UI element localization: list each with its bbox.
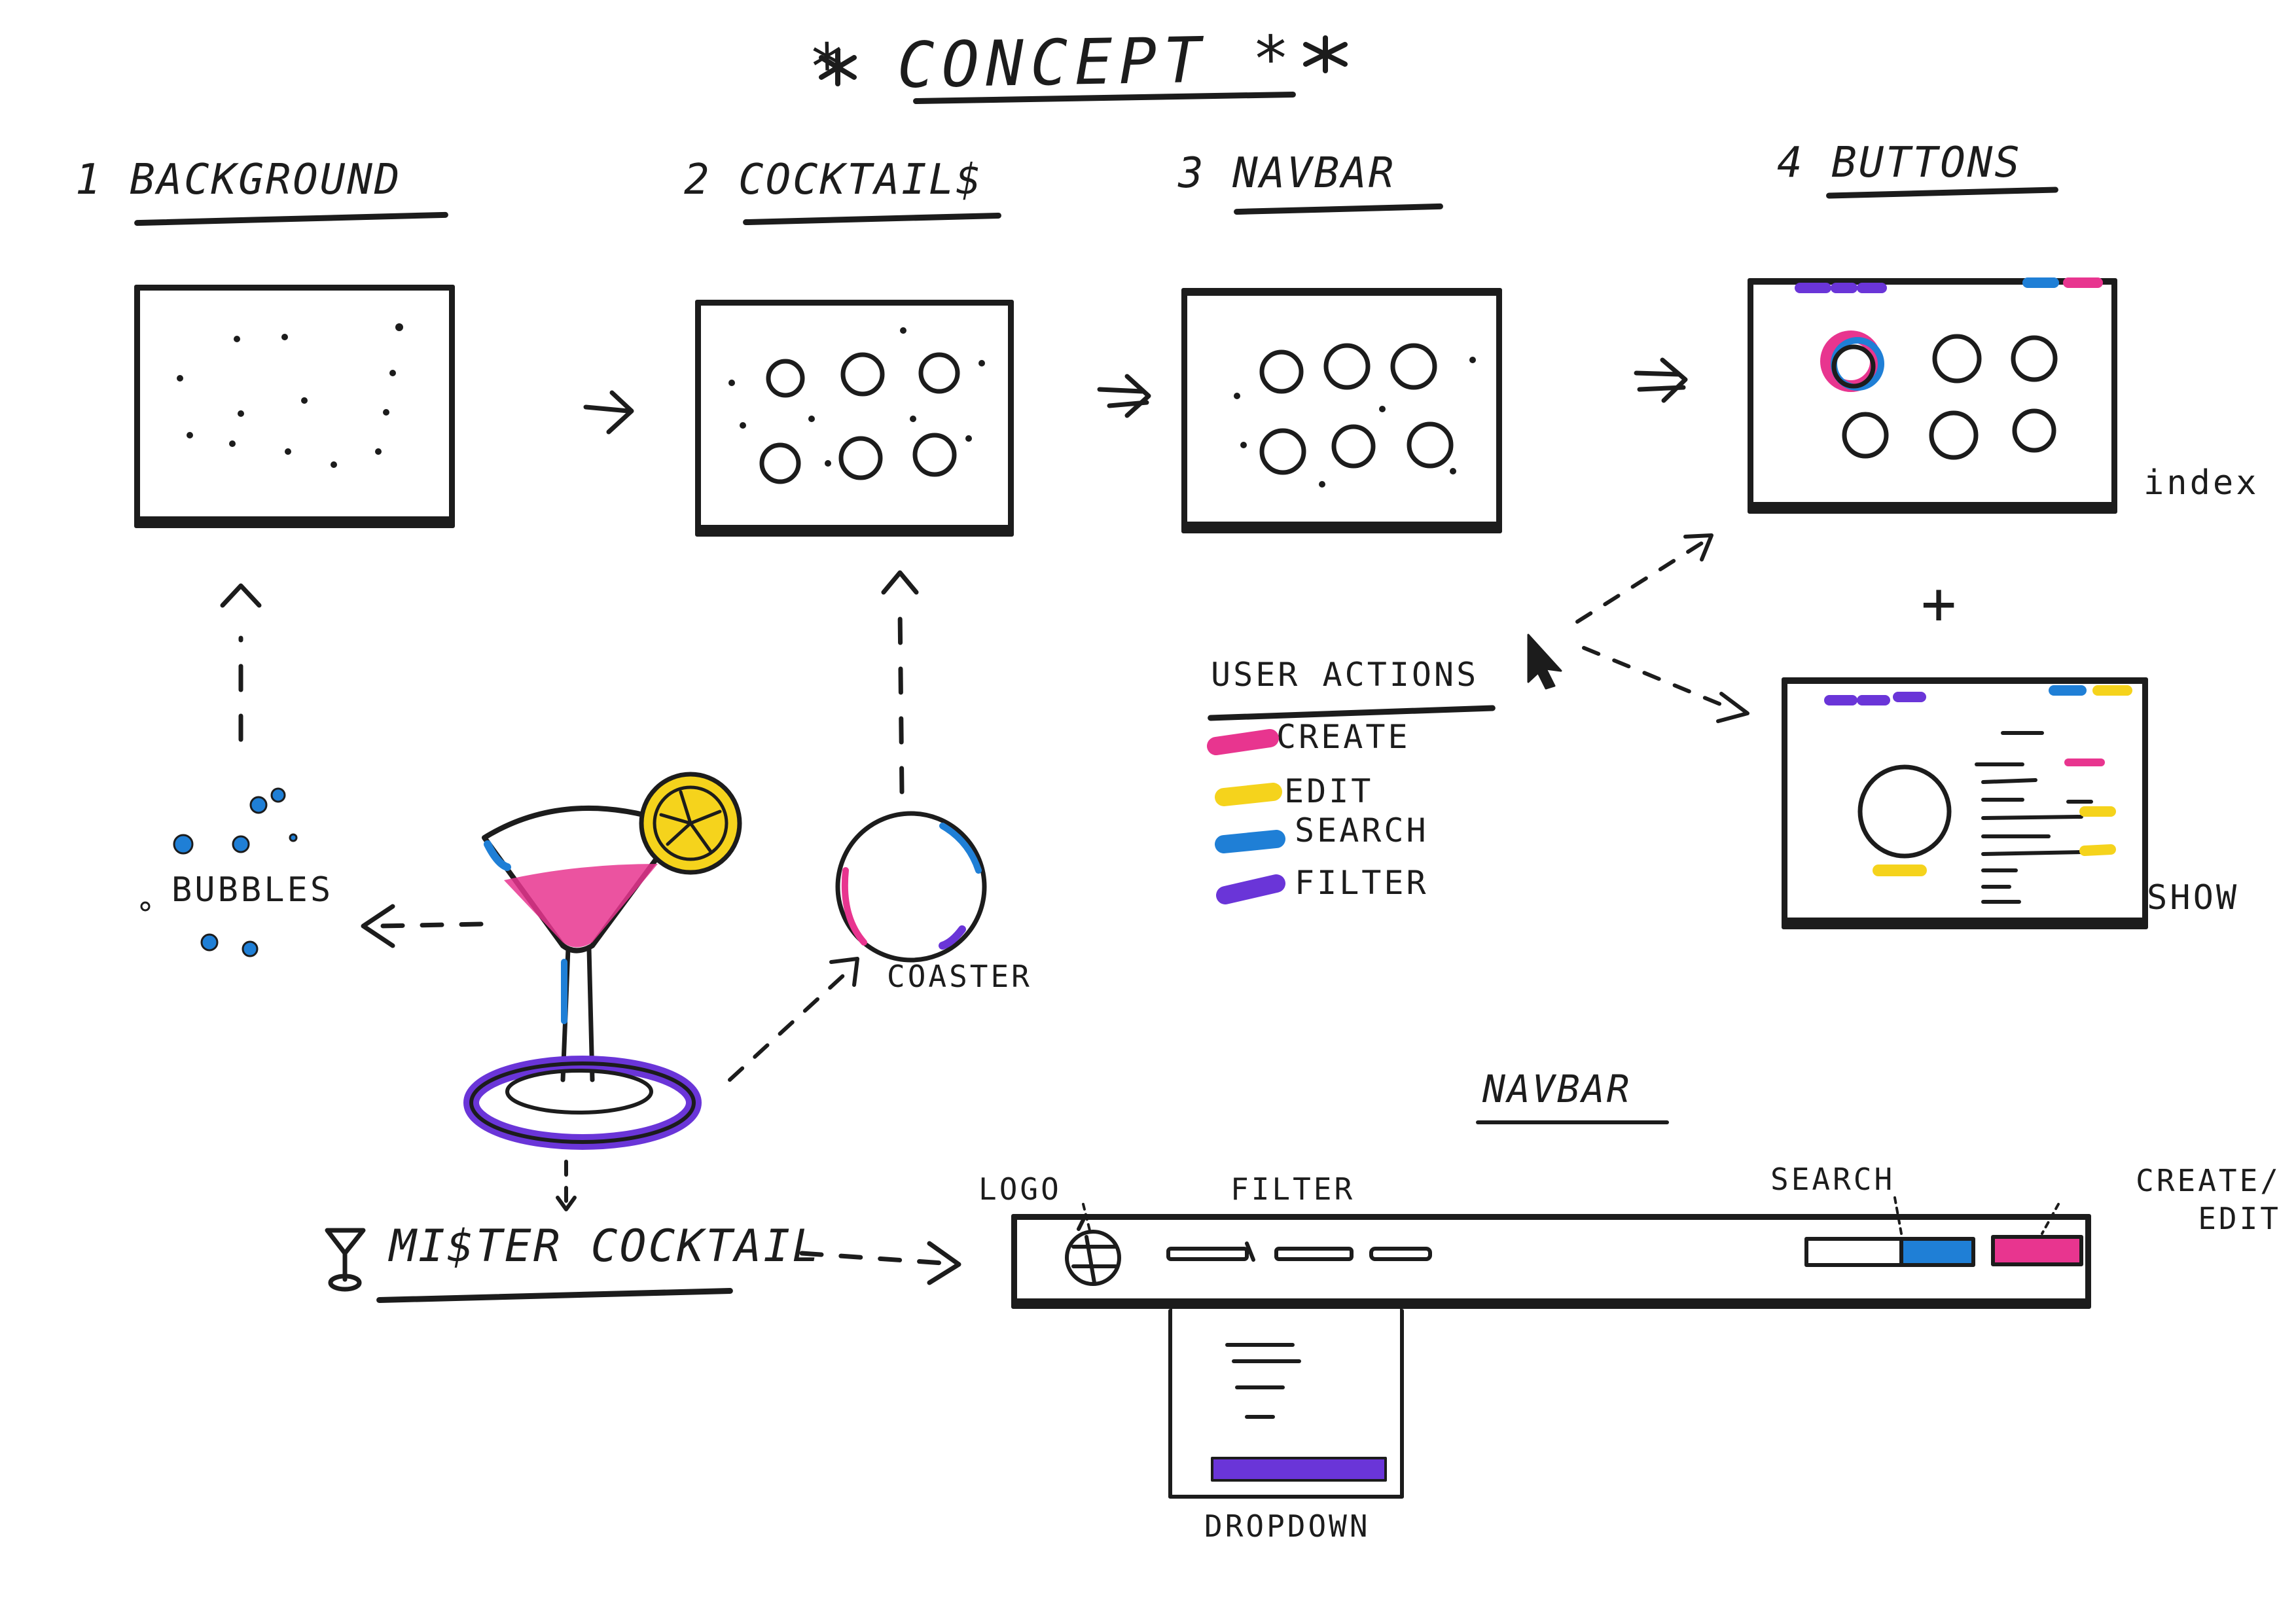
navbar-step-frame	[1181, 288, 1502, 533]
brand-glass-icon	[325, 1228, 366, 1292]
arrow-step3-to-4-icon	[1634, 357, 1688, 403]
index-view-circles	[1820, 330, 2058, 460]
arrow-actions-to-show-icon	[1582, 646, 1749, 723]
navbar-logo-label: LOGO	[978, 1171, 1062, 1207]
legend-create-label: CREATE	[1276, 718, 1410, 756]
index-view-nav-buttons	[1795, 277, 2103, 293]
navbar-search-input	[1804, 1237, 1903, 1267]
brand-label: MI$TER COCKTAIL	[389, 1221, 821, 1272]
cocktail-glass-icon	[463, 772, 742, 1150]
step-2-label: 2 COCKTAIL$	[684, 156, 983, 204]
arrow-bubbles-to-background-icon	[220, 583, 262, 742]
index-view-frame	[1748, 278, 2117, 514]
navbar-section-title: NAVBAR	[1482, 1067, 1632, 1111]
arrow-glass-to-brand-icon	[556, 1160, 577, 1211]
bubbles-label: BUBBLES	[171, 870, 334, 910]
legend-edit-label: EDIT	[1284, 772, 1374, 810]
coaster-icon	[835, 811, 987, 963]
cocktail-dots	[728, 327, 985, 467]
show-label: SHOW	[2147, 878, 2240, 918]
navbar-search-label: SEARCH	[1770, 1162, 1895, 1197]
background-dots	[177, 323, 403, 468]
arrow-glass-to-bubbles-icon	[361, 904, 484, 948]
bubbles-icon	[140, 787, 298, 957]
legend-title: USER ACTIONS	[1211, 656, 1479, 694]
arrow-coaster-to-cocktails-icon	[881, 570, 919, 794]
coaster-label: COASTER	[887, 959, 1032, 994]
arrow-step1-to-2-icon	[583, 390, 634, 435]
navbar-search-button	[1899, 1237, 1975, 1267]
cursor-icon	[1527, 633, 1562, 690]
show-view-detail-lines	[1975, 731, 2116, 904]
logo-pointer	[1082, 1203, 1091, 1232]
arrow-glass-to-coaster-icon	[728, 957, 859, 1082]
search-pointer	[1893, 1196, 1903, 1235]
step-1-label: 1 BACKGROUND	[75, 156, 402, 204]
title-asterisk-left-icon	[819, 48, 857, 86]
navbar-filter-label: FILTER	[1230, 1171, 1355, 1207]
navbar-create-edit-label: CREATE/ EDIT	[2136, 1163, 2281, 1236]
index-label: index	[2144, 463, 2259, 503]
step-4-label: 4 BUTTONS	[1777, 139, 2022, 187]
legend-search-swatch	[1215, 830, 1285, 853]
navbar-logo-icon	[1065, 1214, 1121, 1286]
navbar-create-edit-button	[1991, 1235, 2083, 1266]
show-view-image	[1857, 764, 1952, 859]
arrow-brand-to-navbar-icon	[799, 1241, 961, 1285]
legend-filter-swatch	[1216, 874, 1285, 904]
plus-label: +	[1921, 569, 1960, 638]
create-pointer	[2041, 1203, 2060, 1235]
dropdown-button	[1211, 1457, 1387, 1482]
legend-swatches	[1207, 729, 1285, 904]
legend-create-swatch	[1207, 729, 1279, 755]
arrow-step2-to-3-icon	[1097, 374, 1151, 418]
dropdown-lines	[1225, 1343, 1301, 1419]
cocktail-circles	[759, 352, 960, 484]
title-asterisk-right-icon	[1303, 35, 1348, 73]
dropdown-label: DROPDOWN	[1204, 1508, 1371, 1544]
navbar-filter-items	[1166, 1241, 1432, 1262]
show-view-nav-buttons	[1824, 685, 2132, 705]
legend-edit-swatch	[1215, 783, 1282, 806]
cocktails-frame	[695, 300, 1014, 537]
navbar-step-dots	[1234, 357, 1476, 488]
navbar-section-underline	[1476, 1120, 1669, 1124]
legend-search-label: SEARCH	[1295, 812, 1429, 849]
arrow-actions-to-index-icon	[1575, 533, 1713, 624]
navbar-step-circles	[1259, 343, 1454, 475]
legend-filter-label: FILTER	[1295, 864, 1429, 902]
step-3-label: 3 NAVBAR	[1178, 149, 1396, 198]
